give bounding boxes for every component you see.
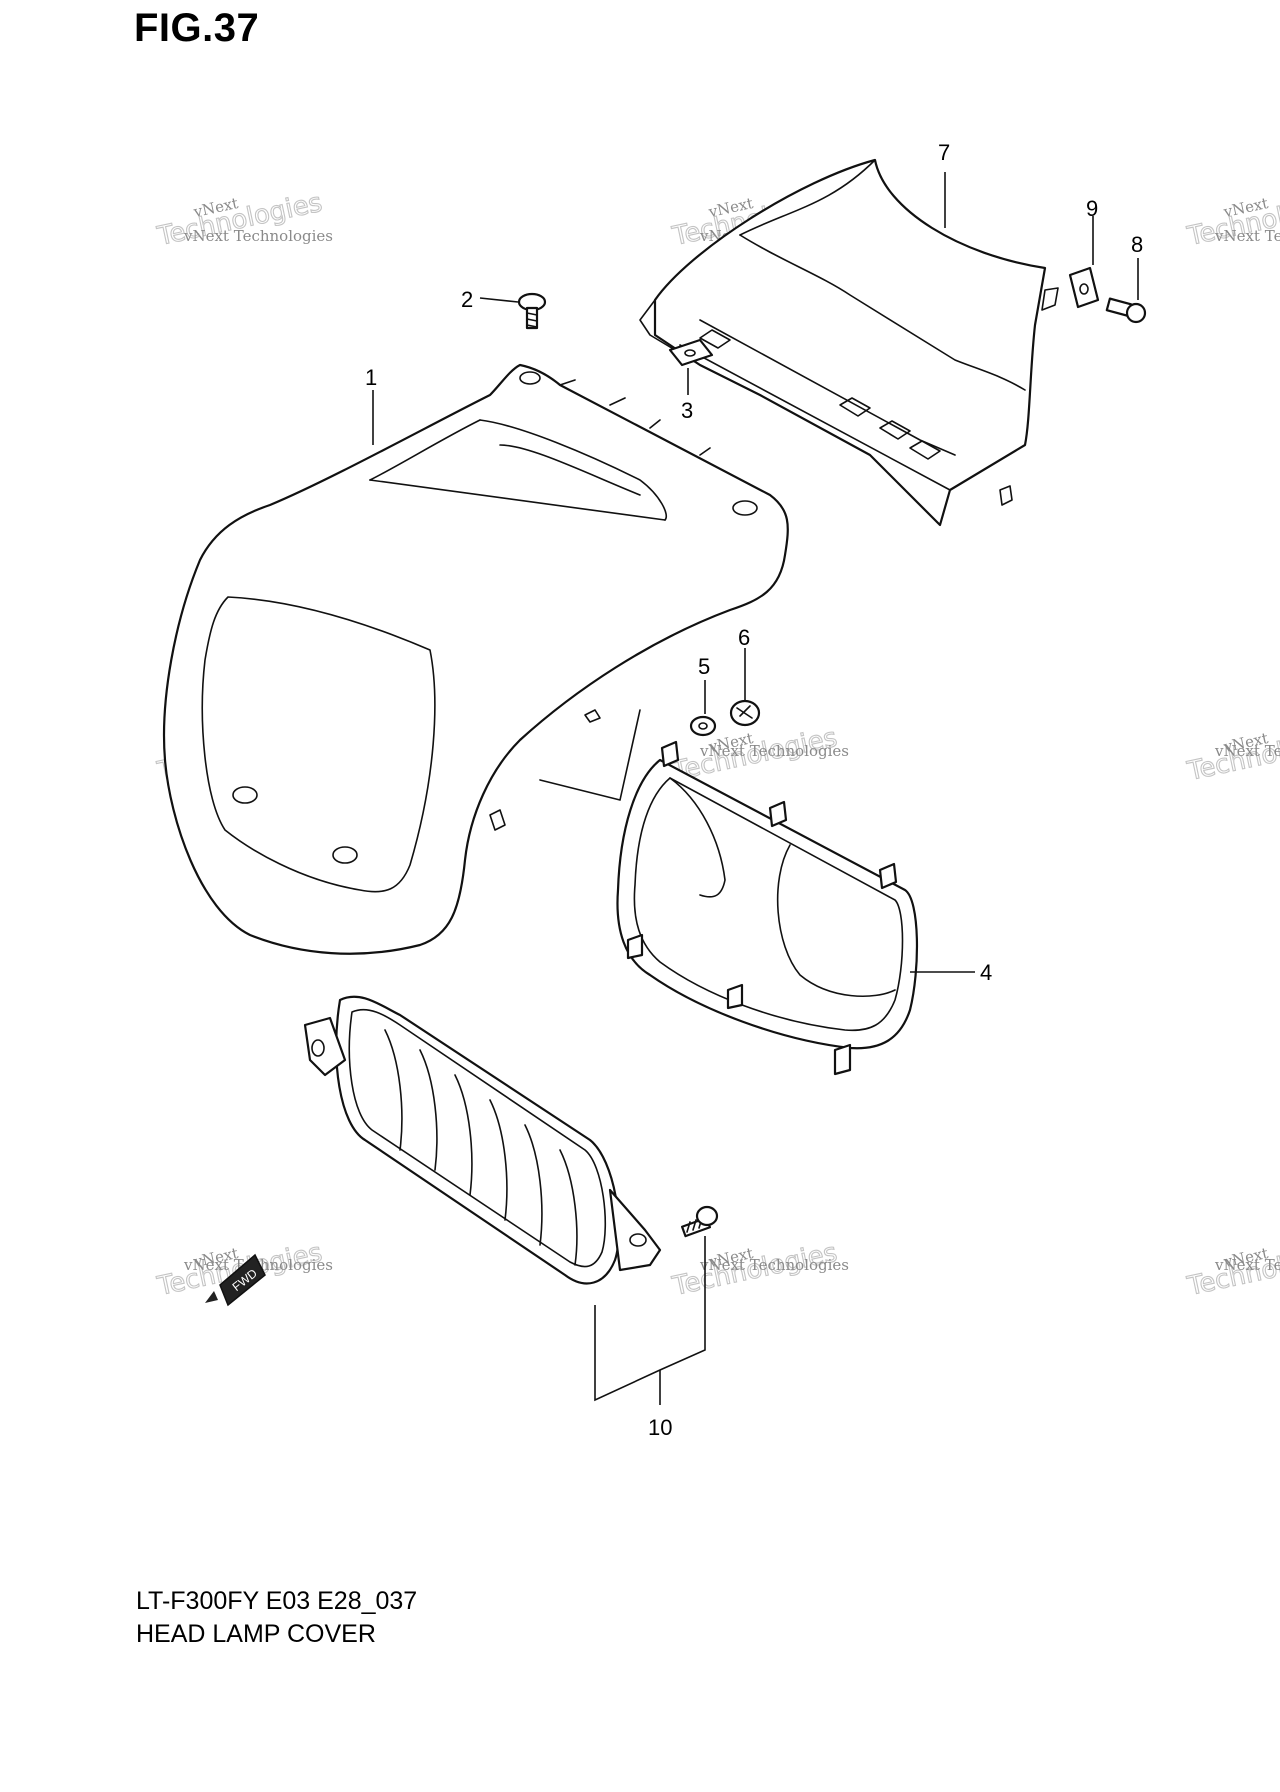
callout-9: 9	[1086, 196, 1098, 221]
assembly-title: HEAD LAMP COVER	[136, 1620, 376, 1648]
part-front-grille: FWD	[205, 995, 662, 1307]
part-clip-nut-9	[1068, 266, 1100, 309]
part-head-lamp-housing	[616, 740, 919, 1076]
part-rear-cover	[639, 158, 1059, 527]
callout-6: 6	[738, 625, 750, 650]
callout-5: 5	[698, 654, 710, 679]
part-head-lamp-cover	[162, 363, 789, 955]
callout-10: 10	[648, 1415, 672, 1440]
leader-lines	[372, 172, 1139, 1405]
watermark-mid-right: Technologies vNext	[1184, 722, 1280, 787]
watermark-text: vNext Technologies	[699, 742, 849, 760]
watermark-text: vNext Technologies	[699, 1256, 849, 1274]
figure-label: FIG.37	[134, 6, 260, 50]
callout-2: 2	[461, 287, 473, 312]
part-bolt-10	[680, 1205, 719, 1238]
callout-7: 7	[938, 140, 950, 165]
watermark-text: vNext Technologies	[183, 227, 333, 245]
model-code: LT-F300FY E03 E28_037	[136, 1587, 418, 1615]
part-washer-5	[689, 715, 717, 737]
part-screw-8	[1105, 297, 1147, 324]
watermark-text: vNext Technologies	[1214, 227, 1280, 245]
watermark-text: vNext Technologies	[1214, 742, 1280, 760]
part-grommet-6	[729, 699, 761, 727]
callout-4: 4	[980, 960, 992, 985]
callout-8: 8	[1131, 232, 1143, 257]
callouts: 1 2 3 4 5 6 7 8 9 10	[365, 140, 1143, 1440]
part-screw-2	[517, 292, 547, 330]
callout-1: 1	[365, 365, 377, 390]
watermark-text: vNext Technologies	[1214, 1256, 1280, 1274]
callout-3: 3	[681, 398, 693, 423]
part-clip-nut-3	[668, 338, 714, 367]
